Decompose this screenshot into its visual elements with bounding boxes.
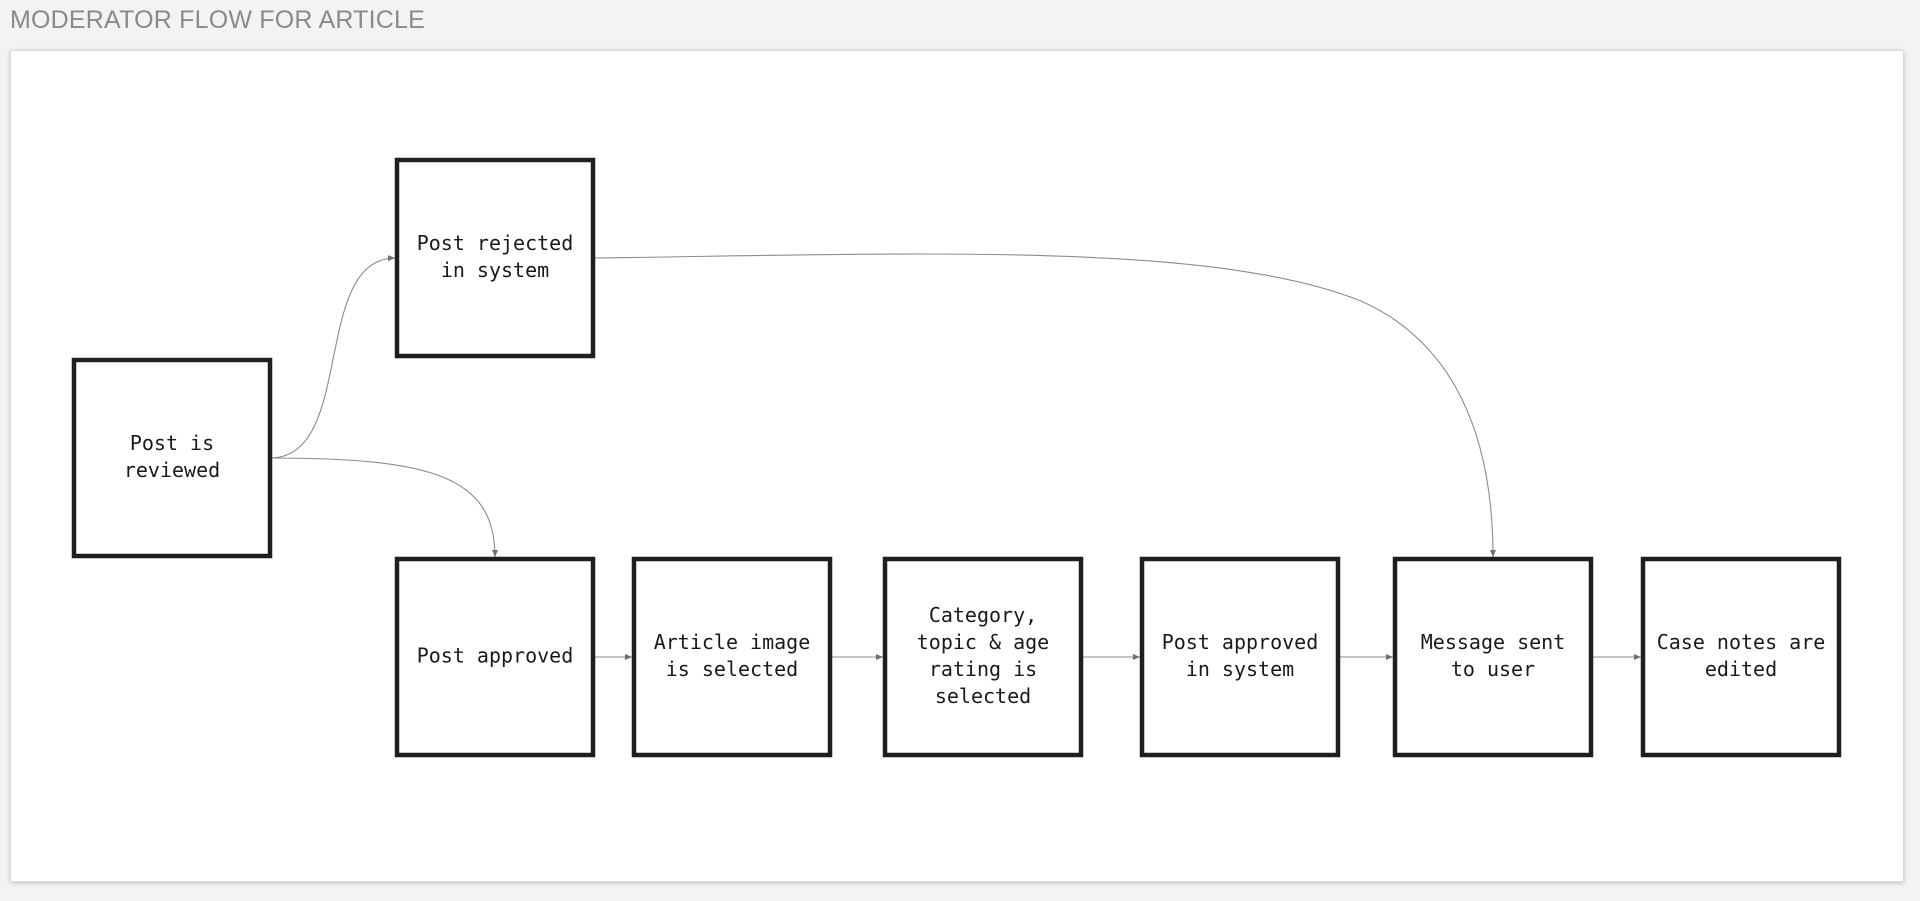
node-label-line: rating is (929, 657, 1037, 681)
node-post-rejected-in-system[interactable]: Post rejected in system (394, 157, 596, 359)
edges-layer (269, 253, 1641, 660)
node-post-is-reviewed[interactable]: Post is reviewed (71, 357, 273, 559)
node-box (394, 556, 596, 758)
node-label-line: Post approved (1162, 630, 1319, 654)
node-label-line: topic & age (917, 630, 1049, 654)
node-label-line: Post is (130, 431, 214, 455)
node-label-line: Message sent (1421, 630, 1566, 654)
node-label-line: selected (935, 684, 1031, 708)
node-label-line: in system (1186, 657, 1294, 681)
node-label-line: reviewed (124, 458, 220, 482)
edge-post-is-reviewed-to-post-rejected-in-system (269, 255, 396, 459)
node-box (1139, 556, 1341, 758)
node-label-line: Post rejected (417, 231, 574, 255)
node-category-topic-age-rating-selected[interactable]: Category, topic & age rating is selected (882, 556, 1084, 758)
node-box (71, 357, 273, 559)
node-label-line: edited (1705, 657, 1777, 681)
node-label-line: in system (441, 258, 549, 282)
node-label-line: Category, (929, 603, 1037, 627)
node-box (1392, 556, 1594, 758)
node-box (1640, 556, 1842, 758)
page-title: MODERATOR FLOW FOR ARTICLE (10, 6, 425, 34)
node-label-line: Case notes are (1657, 630, 1826, 654)
node-label-line: Article image (654, 630, 811, 654)
node-box (882, 556, 1084, 758)
node-message-sent-to-user[interactable]: Message sent to user (1392, 556, 1594, 758)
node-label-line: Post approved (417, 644, 574, 668)
node-post-approved-in-system[interactable]: Post approved in system (1139, 556, 1341, 758)
node-article-image-is-selected[interactable]: Article image is selected (631, 556, 833, 758)
node-label-line: is selected (666, 657, 798, 681)
node-post-approved[interactable]: Post approved (394, 556, 596, 758)
node-case-notes-are-edited[interactable]: Case notes are edited (1640, 556, 1842, 758)
edge-post-rejected-in-system-to-message-sent-to-user (592, 253, 1496, 558)
edge-post-is-reviewed-to-post-approved (269, 457, 498, 558)
node-box (394, 157, 596, 359)
node-box (631, 556, 833, 758)
node-label-line: to user (1451, 657, 1535, 681)
